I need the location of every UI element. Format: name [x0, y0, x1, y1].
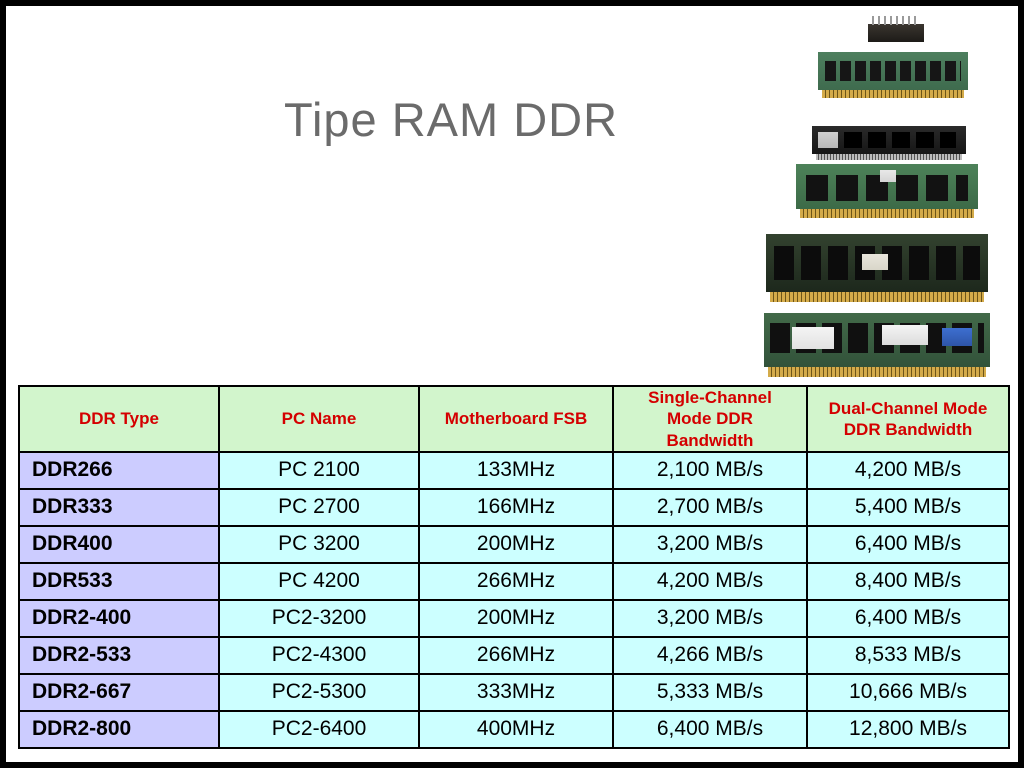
simm-30pin-module-image [818, 52, 968, 98]
table-row: DDR2-400 PC2-3200 200MHz 3,200 MB/s 6,40… [18, 598, 1010, 638]
cell-pc-name: PC 2100 [218, 450, 420, 490]
cell-fsb: 166MHz [418, 487, 614, 527]
cell-single-bandwidth: 4,266 MB/s [612, 635, 808, 675]
table-row: DDR2-667 PC2-5300 333MHz 5,333 MB/s 10,6… [18, 672, 1010, 712]
col-header-ddr-type: DDR Type [18, 385, 220, 453]
table-row: DDR2-800 PC2-6400 400MHz 6,400 MB/s 12,8… [18, 709, 1010, 749]
cell-dual-bandwidth: 10,666 MB/s [806, 672, 1010, 712]
cell-pc-name: PC2-4300 [218, 635, 420, 675]
cell-ddr-type: DDR400 [18, 524, 220, 564]
dip-memory-chip-image [868, 16, 924, 42]
cell-ddr-type: DDR266 [18, 450, 220, 490]
cell-dual-bandwidth: 12,800 MB/s [806, 709, 1010, 749]
cell-fsb: 266MHz [418, 561, 614, 601]
cell-fsb: 200MHz [418, 524, 614, 564]
cell-ddr-type: DDR2-400 [18, 598, 220, 638]
cell-single-bandwidth: 3,200 MB/s [612, 598, 808, 638]
table-row: DDR533 PC 4200 266MHz 4,200 MB/s 8,400 M… [18, 561, 1010, 601]
table-row: DDR2-533 PC2-4300 266MHz 4,266 MB/s 8,53… [18, 635, 1010, 675]
cell-ddr-type: DDR2-533 [18, 635, 220, 675]
cell-fsb: 266MHz [418, 635, 614, 675]
sdram-dimm-module-image [766, 234, 988, 302]
cell-ddr-type: DDR533 [18, 561, 220, 601]
cell-single-bandwidth: 3,200 MB/s [612, 524, 808, 564]
cell-single-bandwidth: 2,700 MB/s [612, 487, 808, 527]
cell-dual-bandwidth: 6,400 MB/s [806, 598, 1010, 638]
col-header-pc-name: PC Name [218, 385, 420, 453]
cell-dual-bandwidth: 8,400 MB/s [806, 561, 1010, 601]
cell-dual-bandwidth: 4,200 MB/s [806, 450, 1010, 490]
cell-dual-bandwidth: 8,533 MB/s [806, 635, 1010, 675]
slide-title: Tipe RAM DDR [284, 93, 619, 146]
cell-fsb: 333MHz [418, 672, 614, 712]
cell-pc-name: PC2-3200 [218, 598, 420, 638]
cell-pc-name: PC 4200 [218, 561, 420, 601]
table-row: DDR400 PC 3200 200MHz 3,200 MB/s 6,400 M… [18, 524, 1010, 564]
table-row: DDR266 PC 2100 133MHz 2,100 MB/s 4,200 M… [18, 450, 1010, 490]
cell-dual-bandwidth: 6,400 MB/s [806, 524, 1010, 564]
cell-pc-name: PC2-5300 [218, 672, 420, 712]
cell-ddr-type: DDR2-667 [18, 672, 220, 712]
table-header-row: DDR Type PC Name Motherboard FSB Single-… [18, 385, 1010, 453]
ddr-dimm-module-image [764, 313, 990, 377]
ddr-comparison-table: DDR Type PC Name Motherboard FSB Single-… [18, 385, 1010, 749]
col-header-dual-channel: Dual-Channel Mode DDR Bandwidth [806, 385, 1010, 453]
cell-ddr-type: DDR2-800 [18, 709, 220, 749]
cell-single-bandwidth: 4,200 MB/s [612, 561, 808, 601]
col-header-single-channel: Single-Channel Mode DDR Bandwidth [612, 385, 808, 453]
cell-fsb: 200MHz [418, 598, 614, 638]
cell-ddr-type: DDR333 [18, 487, 220, 527]
table-row: DDR333 PC 2700 166MHz 2,700 MB/s 5,400 M… [18, 487, 1010, 527]
cell-pc-name: PC 2700 [218, 487, 420, 527]
col-header-motherboard-fsb: Motherboard FSB [418, 385, 614, 453]
cell-pc-name: PC 3200 [218, 524, 420, 564]
cell-fsb: 133MHz [418, 450, 614, 490]
cell-pc-name: PC2-6400 [218, 709, 420, 749]
cell-single-bandwidth: 5,333 MB/s [612, 672, 808, 712]
simm-72pin-module-image [796, 164, 978, 218]
cell-dual-bandwidth: 5,400 MB/s [806, 487, 1010, 527]
small-memory-module-image [812, 126, 966, 160]
cell-single-bandwidth: 2,100 MB/s [612, 450, 808, 490]
cell-fsb: 400MHz [418, 709, 614, 749]
cell-single-bandwidth: 6,400 MB/s [612, 709, 808, 749]
slide: Tipe RAM DDR DDR Type PC Name Motherboar… [6, 6, 1018, 762]
